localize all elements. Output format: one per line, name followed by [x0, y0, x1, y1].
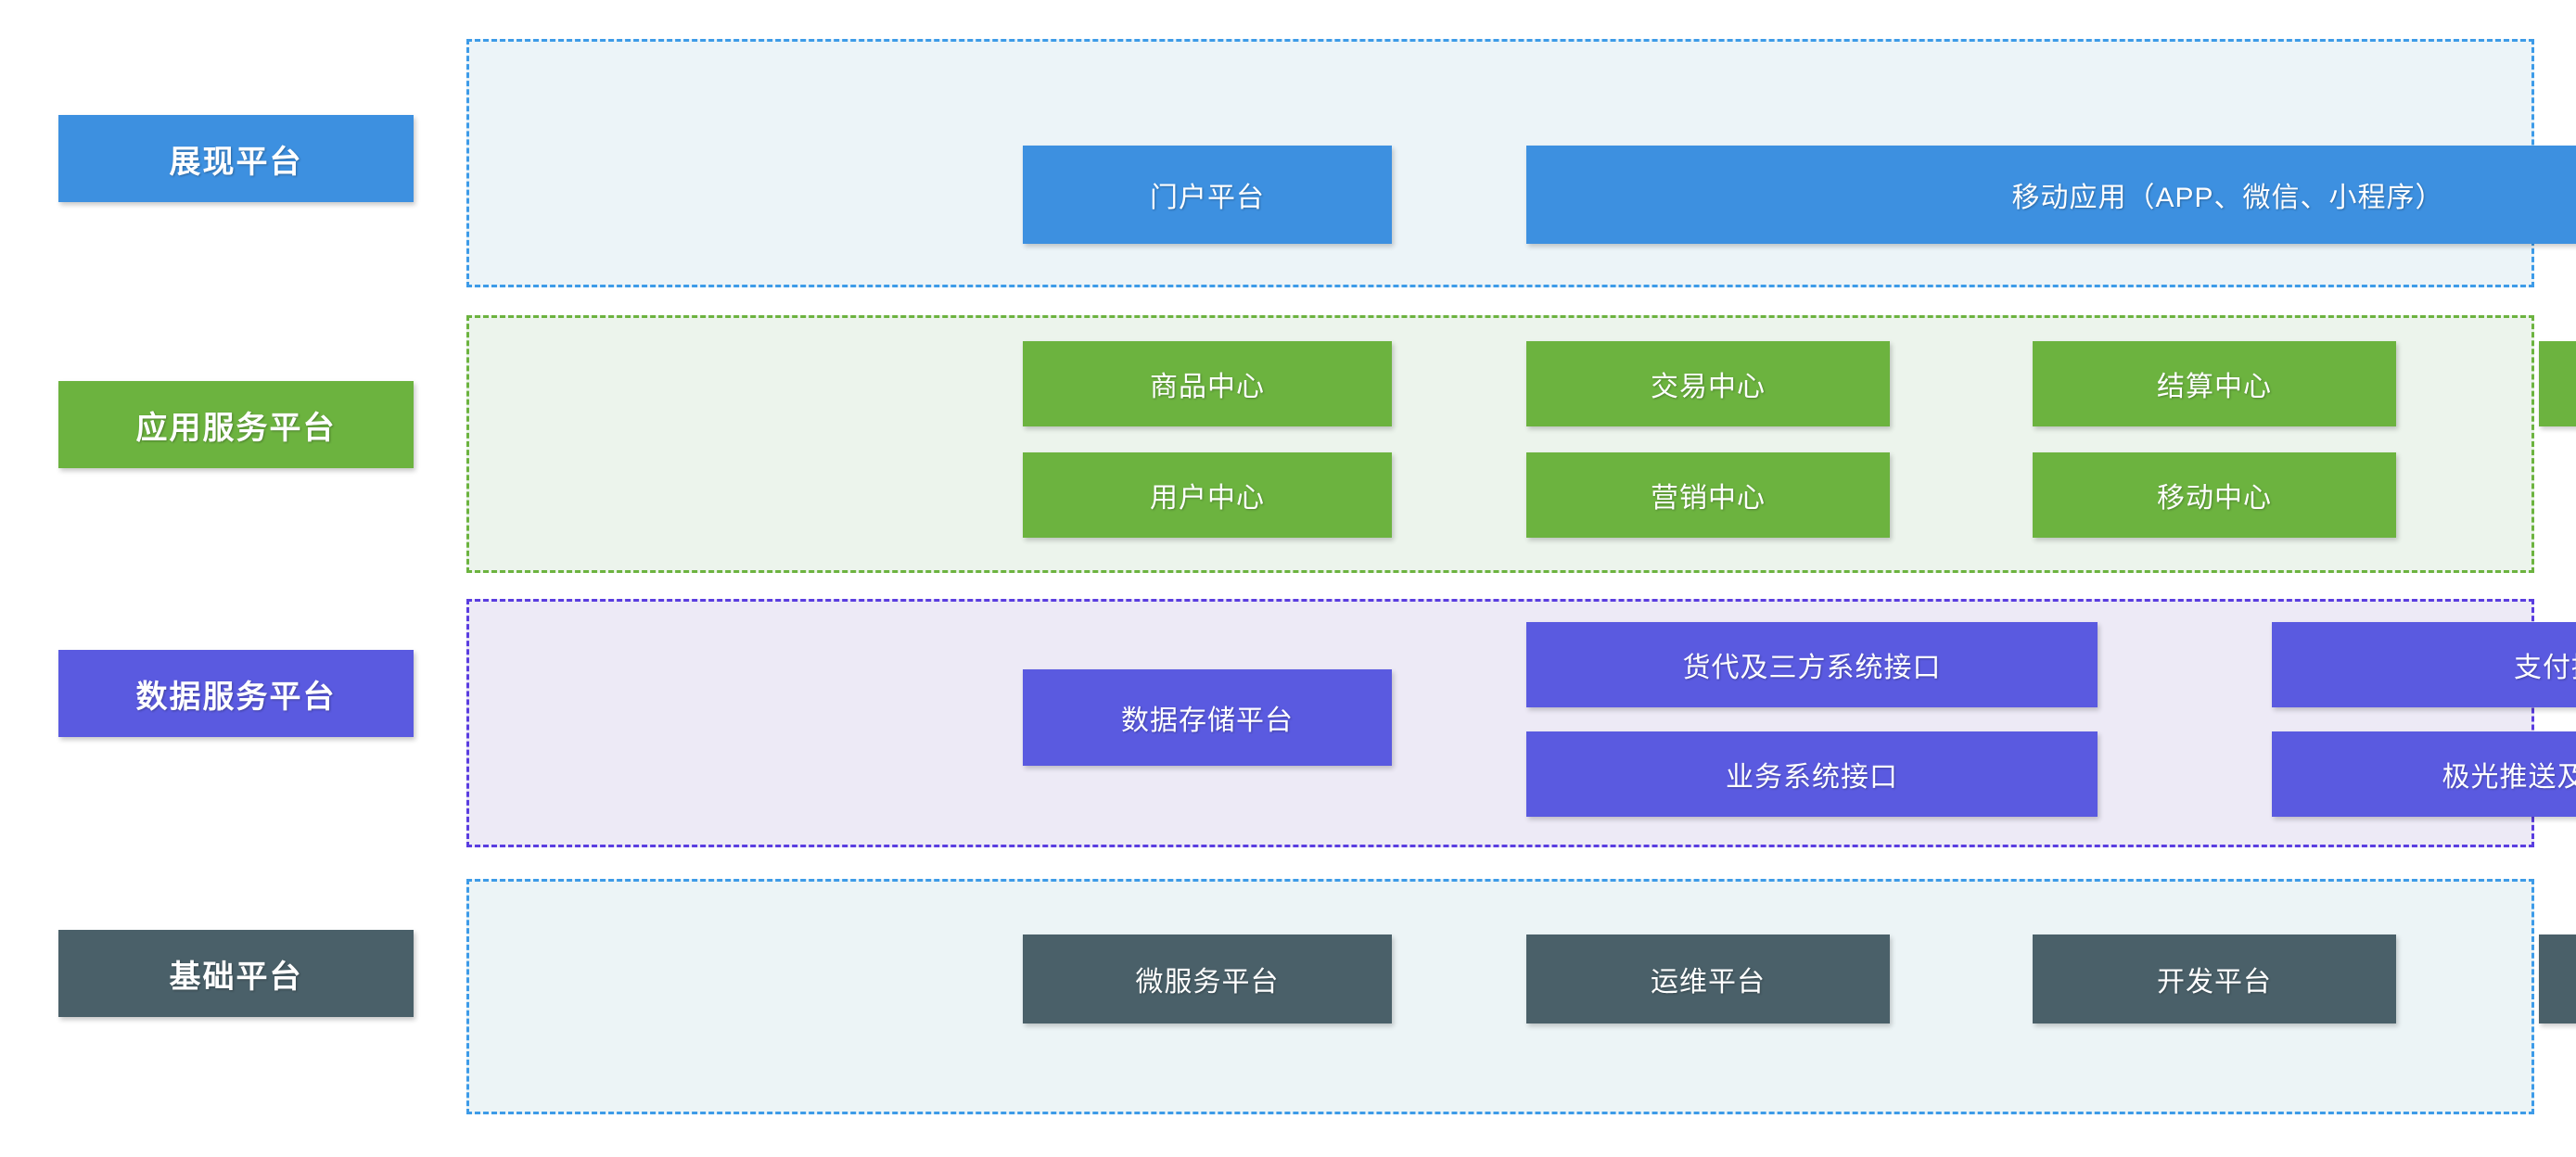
layer-row-data-service: 数据服务平台 数据存储平台 货代及三方系统接口 业务系统接口 支付接口 极光推送…	[0, 599, 2576, 847]
layer-zone-presentation: 门户平台 移动应用（APP、微信、小程序）	[466, 39, 2576, 287]
node-user-center[interactable]: 用户中心	[1023, 452, 1392, 538]
node-ops-platform[interactable]: 运维平台	[1526, 934, 1890, 1024]
node-push-sms-api[interactable]: 极光推送及短信接口	[2272, 731, 2576, 817]
node-mobile-app[interactable]: 移动应用（APP、微信、小程序）	[1526, 146, 2576, 244]
layer-label-presentation[interactable]: 展现平台	[58, 115, 414, 202]
layer-zone-data-service: 数据存储平台 货代及三方系统接口 业务系统接口 支付接口 极光推送及短信接口	[466, 599, 2576, 847]
layer-zone-application: 商品中心 交易中心 结算中心 运营中心 用户中心 营销中心 移动中心	[466, 315, 2576, 573]
node-marketing-center[interactable]: 营销中心	[1526, 452, 1890, 538]
layer-label-application[interactable]: 应用服务平台	[58, 381, 414, 468]
layer-zone-infrastructure: 微服务平台 运维平台 开发平台 监控平台	[466, 879, 2576, 1114]
node-monitoring-platform[interactable]: 监控平台	[2539, 934, 2576, 1024]
node-goods-center[interactable]: 商品中心	[1023, 341, 1392, 426]
node-trade-center[interactable]: 交易中心	[1526, 341, 1890, 426]
node-payment-api[interactable]: 支付接口	[2272, 622, 2576, 707]
layer-row-application: 应用服务平台 商品中心 交易中心 结算中心 运营中心 用户中心 营销中心 移动中…	[0, 315, 2576, 573]
node-mobile-center[interactable]: 移动中心	[2033, 452, 2396, 538]
node-data-storage-platform[interactable]: 数据存储平台	[1023, 669, 1392, 766]
node-portal[interactable]: 门户平台	[1023, 146, 1392, 244]
node-operation-center[interactable]: 运营中心	[2539, 341, 2576, 426]
layer-row-infrastructure: 基础平台 微服务平台 运维平台 开发平台 监控平台	[0, 879, 2576, 1114]
node-development-platform[interactable]: 开发平台	[2033, 934, 2396, 1024]
layer-label-data-service[interactable]: 数据服务平台	[58, 650, 414, 737]
node-microservice-platform[interactable]: 微服务平台	[1023, 934, 1392, 1024]
node-freight-third-party-api[interactable]: 货代及三方系统接口	[1526, 622, 2098, 707]
node-settlement-center[interactable]: 结算中心	[2033, 341, 2396, 426]
node-business-system-api[interactable]: 业务系统接口	[1526, 731, 2098, 817]
layer-label-infrastructure[interactable]: 基础平台	[58, 930, 414, 1017]
layer-row-presentation: 展现平台 门户平台 移动应用（APP、微信、小程序）	[0, 0, 2576, 287]
